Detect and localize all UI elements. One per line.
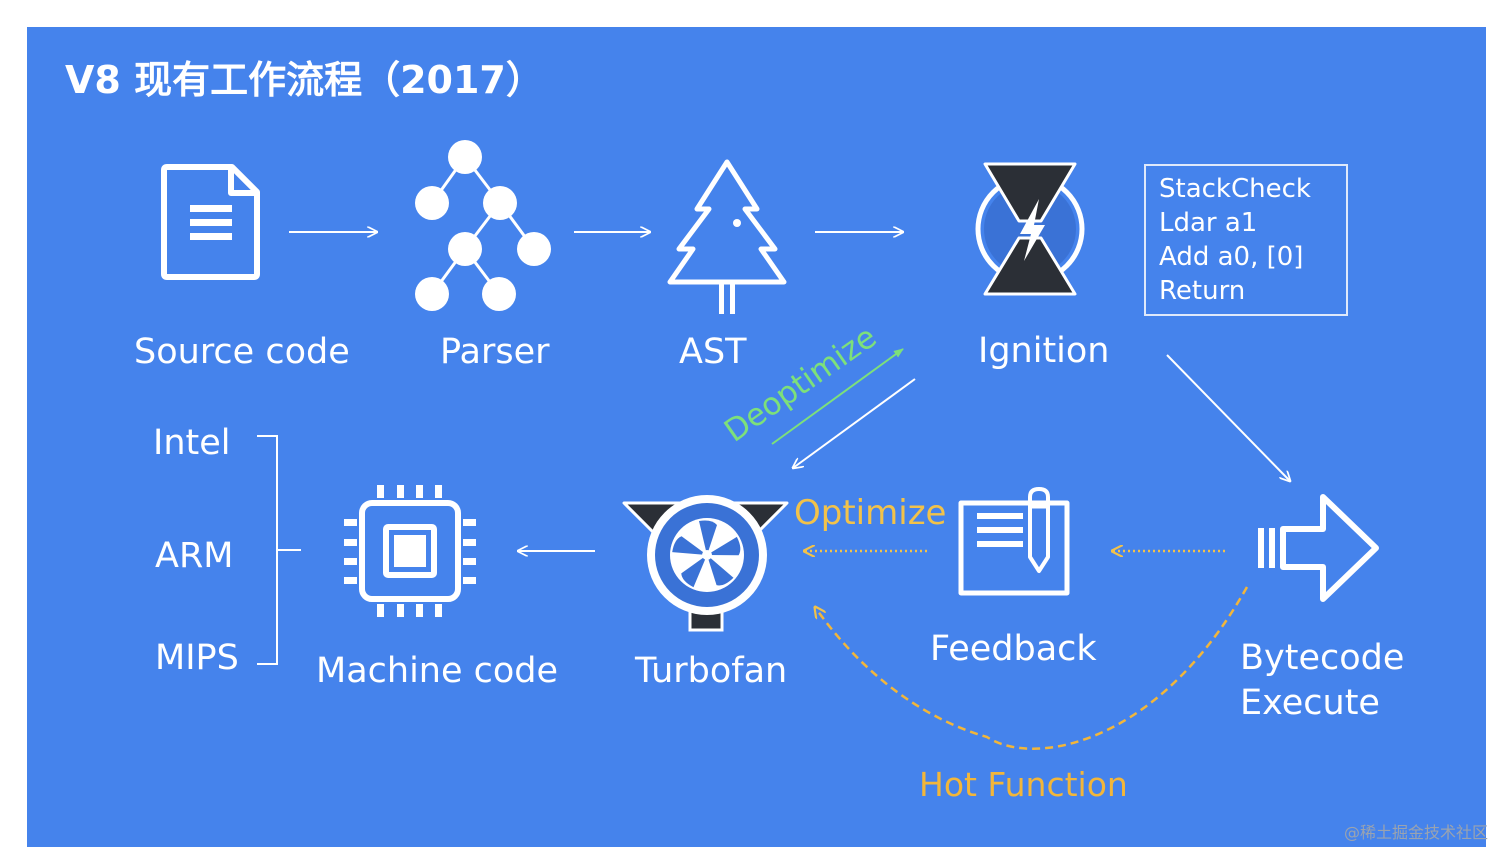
slide-title: V8 现有工作流程（2017）	[65, 58, 544, 102]
arrow-right-outline-icon	[1258, 494, 1379, 602]
label-parser: Parser	[440, 332, 550, 372]
watermark: @稀土掘金技术社区	[1343, 823, 1488, 842]
label-bytecode: Bytecode	[1240, 638, 1405, 678]
bytecode-line: StackCheck	[1159, 174, 1311, 204]
tree-graph-icon	[415, 140, 551, 311]
cpu-chip-icon	[344, 485, 476, 617]
bytecode-line: Add a0, [0]	[1159, 242, 1304, 272]
v8-pipeline-diagram: Deoptimize	[161, 140, 1379, 750]
label-source-code: Source code	[134, 332, 350, 372]
bytecode-sample-box: StackCheck Ldar a1 Add a0, [0] Return	[1144, 164, 1348, 316]
architecture-bracket	[257, 435, 301, 665]
arch-arm: ARM	[155, 536, 234, 576]
deoptimize-arrow	[771, 348, 904, 445]
hot-function-label: Hot Function	[919, 765, 1128, 804]
arch-mips: MIPS	[155, 638, 239, 678]
label-machine-code: Machine code	[316, 651, 559, 691]
notebook-pen-icon	[958, 487, 1070, 596]
document-icon	[161, 164, 260, 280]
funnel-fan-icon	[622, 495, 789, 632]
label-ignition: Ignition	[978, 331, 1110, 371]
hourglass-lightning-icon	[975, 162, 1085, 296]
label-feedback: Feedback	[930, 629, 1097, 669]
hot-function-curve	[815, 586, 1249, 750]
label-ast: AST	[679, 332, 747, 372]
optimize-label: Optimize	[794, 493, 947, 533]
diagram-slide: Deoptimize V8 现有工作流程（2017） Source code P…	[27, 27, 1486, 847]
arrow-ast-to-turbofan	[793, 378, 916, 468]
bytecode-line: Return	[1159, 276, 1246, 306]
label-execute: Execute	[1240, 683, 1380, 723]
bytecode-line: Ldar a1	[1159, 208, 1258, 238]
label-turbofan: Turbofan	[635, 651, 788, 691]
arrow-ignition-to-bytecode	[1166, 354, 1290, 481]
pine-tree-icon	[667, 159, 787, 314]
arch-intel: Intel	[153, 423, 231, 463]
